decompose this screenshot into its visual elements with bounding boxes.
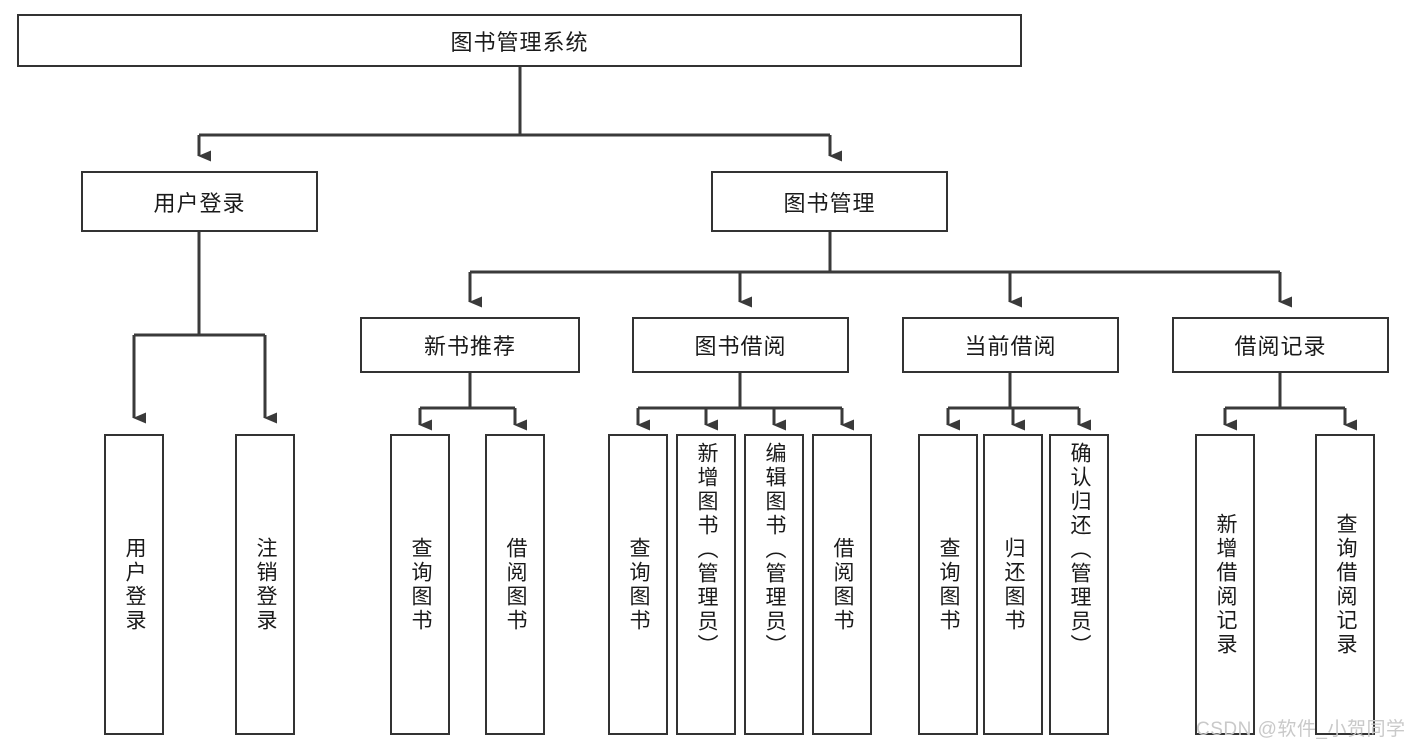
- node-label: 查询图书: [627, 536, 651, 633]
- watermark-text: CSDN @软件_小贺同学: [1196, 719, 1405, 740]
- node-label: 借阅图书: [831, 536, 855, 633]
- node-leaf-query-book-current[interactable]: 查询图书: [918, 434, 978, 735]
- node-borrow-record[interactable]: 借阅记录: [1172, 317, 1389, 373]
- node-label: 查询图书: [937, 536, 961, 633]
- node-book-management-system[interactable]: 图书管理系统: [17, 14, 1022, 67]
- node-label: 图书管理: [783, 190, 876, 216]
- node-leaf-edit-book[interactable]: 编辑图书（管理员）: [744, 434, 804, 735]
- node-label: 归还图书: [1002, 536, 1026, 633]
- node-label: 用户登录: [153, 190, 246, 216]
- node-new-book-recommend[interactable]: 新书推荐: [360, 317, 580, 373]
- node-leaf-borrow-book-recommend[interactable]: 借阅图书: [485, 434, 545, 735]
- node-label: 查询借阅记录: [1334, 512, 1358, 657]
- node-label: 借阅记录: [1234, 334, 1327, 359]
- node-book-borrow[interactable]: 图书借阅: [632, 317, 849, 373]
- node-label: 新书推荐: [423, 334, 516, 359]
- node-user-login[interactable]: 用户登录: [81, 171, 318, 232]
- node-leaf-query-book-recommend[interactable]: 查询图书: [390, 434, 450, 735]
- node-leaf-borrow-book[interactable]: 借阅图书: [812, 434, 872, 735]
- node-label: 确认归还（管理员）: [1068, 442, 1092, 658]
- node-label: 新增借阅记录: [1214, 512, 1238, 657]
- node-leaf-return-book[interactable]: 归还图书: [983, 434, 1043, 735]
- node-label: 注销登录: [254, 536, 278, 633]
- node-leaf-logout-login[interactable]: 注销登录: [235, 434, 295, 735]
- node-label: 编辑图书（管理员）: [763, 442, 787, 658]
- node-label: 用户登录: [123, 536, 147, 633]
- node-leaf-query-borrow-record[interactable]: 查询借阅记录: [1315, 434, 1375, 735]
- node-label: 当前借阅: [964, 334, 1057, 359]
- node-label: 新增图书（管理员）: [695, 442, 719, 658]
- node-current-borrow[interactable]: 当前借阅: [902, 317, 1119, 373]
- node-leaf-add-book[interactable]: 新增图书（管理员）: [676, 434, 736, 735]
- node-leaf-confirm-return[interactable]: 确认归还（管理员）: [1049, 434, 1109, 735]
- node-label: 图书管理系统: [450, 29, 589, 55]
- node-leaf-add-borrow-record[interactable]: 新增借阅记录: [1195, 434, 1255, 735]
- node-leaf-query-book-borrow[interactable]: 查询图书: [608, 434, 668, 735]
- node-label: 查询图书: [409, 536, 433, 633]
- node-leaf-user-login[interactable]: 用户登录: [104, 434, 164, 735]
- node-book-management[interactable]: 图书管理: [711, 171, 948, 232]
- node-label: 图书借阅: [694, 334, 787, 359]
- node-label: 借阅图书: [504, 536, 528, 633]
